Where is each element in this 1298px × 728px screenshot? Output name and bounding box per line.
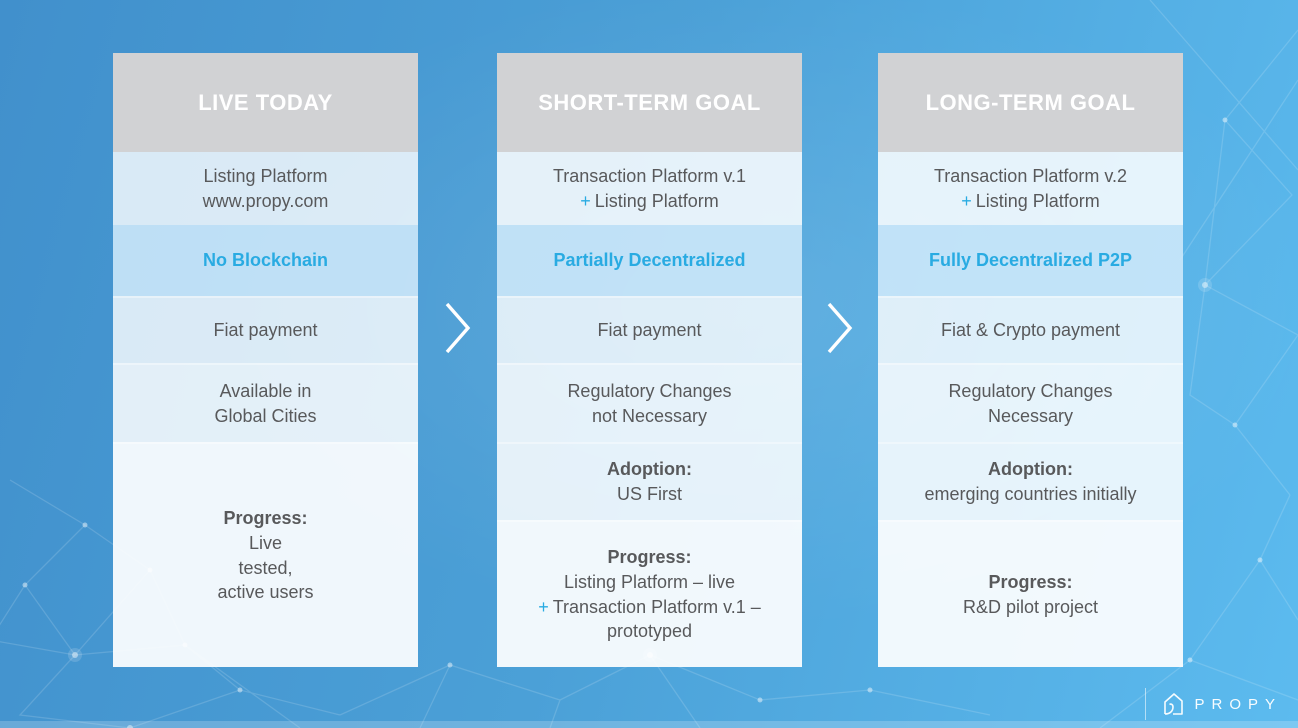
row-payment: Fiat & Crypto payment: [878, 296, 1183, 363]
row-availability: Available in Global Cities: [113, 363, 418, 442]
column-header-label: LONG-TERM GOAL: [925, 89, 1136, 115]
row-progress: Progress: Live tested, active users: [113, 442, 418, 667]
row-regulatory: Regulatory Changes Necessary: [878, 363, 1183, 442]
row-line: Necessary: [987, 405, 1074, 426]
row-line: Live: [248, 532, 283, 553]
row-line: +Listing Platform: [580, 189, 719, 214]
progress-label: Progress:: [223, 507, 308, 528]
column-header: LONG-TERM GOAL: [878, 53, 1183, 152]
row-line: tested,: [238, 557, 293, 578]
row-line: www.propy.com: [202, 190, 329, 211]
adoption-label: Adoption:: [988, 459, 1073, 480]
row-adoption: Adoption: US First: [497, 442, 802, 520]
progress-label: Progress:: [607, 546, 692, 567]
plus-accent: +: [961, 190, 972, 211]
adoption-label: Adoption:: [607, 459, 692, 480]
highlight-text: Fully Decentralized P2P: [928, 250, 1133, 271]
row-platform: Transaction Platform v.1 +Listing Platfo…: [497, 152, 802, 225]
column-header-label: SHORT-TERM GOAL: [538, 89, 761, 115]
propy-logo: PROPY: [1145, 688, 1282, 720]
highlight-text: Partially Decentralized: [553, 250, 746, 271]
progress-label: Progress:: [988, 571, 1073, 592]
row-regulatory: Regulatory Changes not Necessary: [497, 363, 802, 442]
row-line: Fiat & Crypto payment: [940, 320, 1121, 341]
row-adoption: Adoption: emerging countries initially: [878, 442, 1183, 520]
row-line-text: Listing Platform: [975, 190, 1100, 211]
column-short-term-goal: SHORT-TERM GOAL Transaction Platform v.1…: [497, 53, 802, 667]
row-line: Fiat payment: [597, 320, 702, 341]
row-payment: Fiat payment: [497, 296, 802, 363]
row-line: Regulatory Changes: [948, 380, 1113, 401]
row-line: US First: [617, 484, 682, 504]
plus-accent: +: [538, 596, 549, 617]
row-blockchain-status: Partially Decentralized: [497, 225, 802, 296]
column-header-label: LIVE TODAY: [198, 89, 333, 115]
column-live-today: LIVE TODAY Listing Platform www.propy.co…: [113, 53, 418, 667]
row-line: +Listing Platform: [961, 189, 1100, 214]
row-line: Available in: [219, 380, 312, 401]
row-platform: Transaction Platform v.2 +Listing Platfo…: [878, 152, 1183, 225]
row-line: not Necessary: [591, 405, 708, 426]
column-long-term-goal: LONG-TERM GOAL Transaction Platform v.2 …: [878, 53, 1183, 667]
arrow-right-icon: [827, 302, 853, 354]
row-line: Global Cities: [214, 405, 317, 426]
row-line: +Transaction Platform v.1 –: [538, 595, 761, 620]
plus-accent: +: [580, 190, 591, 211]
column-header: SHORT-TERM GOAL: [497, 53, 802, 152]
bottom-highlight-strip: [0, 721, 1298, 728]
row-line: R&D pilot project: [962, 596, 1099, 617]
row-line: emerging countries initially: [924, 484, 1137, 504]
highlight-text: No Blockchain: [202, 250, 329, 271]
column-header: LIVE TODAY: [113, 53, 418, 152]
row-line: Fiat payment: [213, 320, 318, 341]
row-line: Listing Platform – live: [563, 571, 736, 592]
propy-house-icon: [1164, 693, 1184, 715]
row-line: Transaction Platform v.1: [552, 165, 747, 186]
logo-divider: [1145, 688, 1147, 720]
row-line-text: Transaction Platform v.1 –: [552, 596, 761, 617]
row-platform: Listing Platform www.propy.com: [113, 152, 418, 225]
row-line-text: Listing Platform: [594, 190, 719, 211]
row-payment: Fiat payment: [113, 296, 418, 363]
row-line: Listing Platform: [203, 165, 328, 186]
propy-brand-text: PROPY: [1194, 695, 1282, 713]
arrow-right-icon: [445, 302, 471, 354]
row-progress: Progress: R&D pilot project: [878, 520, 1183, 667]
row-line: Transaction Platform v.2: [933, 165, 1128, 186]
row-blockchain-status: Fully Decentralized P2P: [878, 225, 1183, 296]
row-progress: Progress: Listing Platform – live +Trans…: [497, 520, 802, 667]
row-blockchain-status: No Blockchain: [113, 225, 418, 296]
row-line: prototyped: [606, 621, 693, 642]
row-line: active users: [217, 582, 314, 603]
row-line: Regulatory Changes: [567, 380, 732, 401]
